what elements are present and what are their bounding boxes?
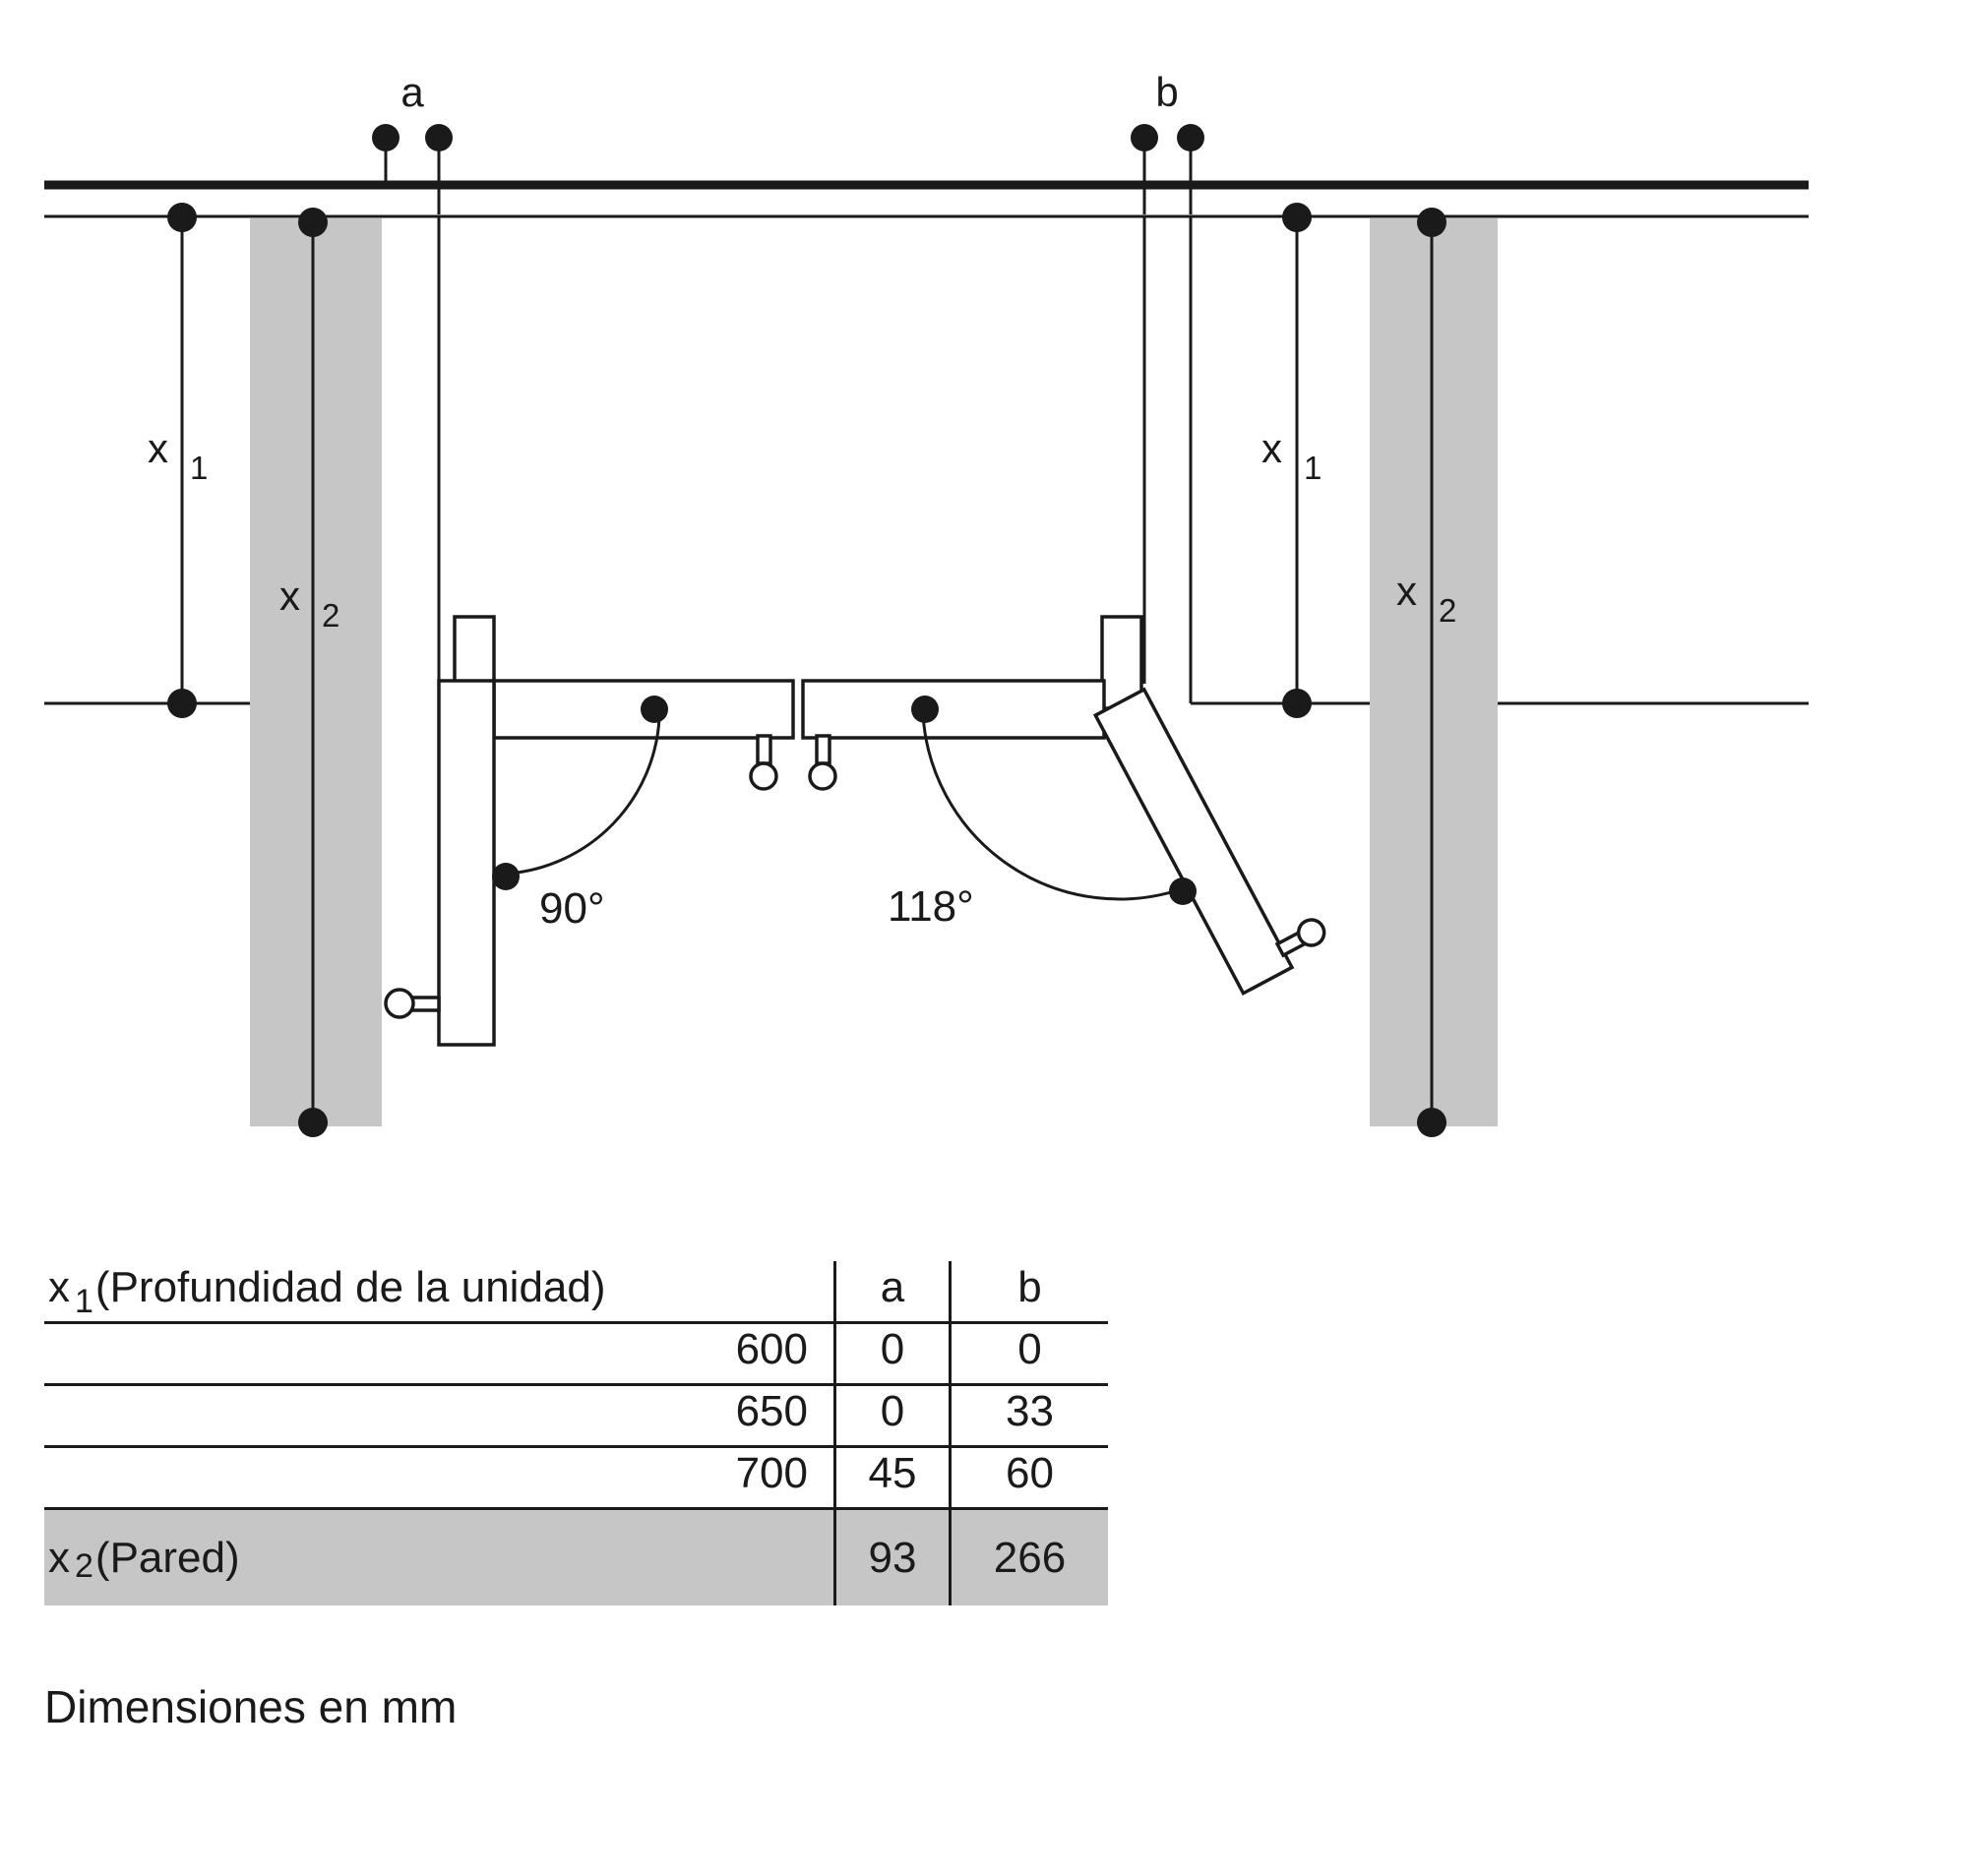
cell-depth: 650 — [735, 1387, 808, 1435]
door-right-open-panel — [1092, 687, 1295, 997]
door-angle-left-label: 90° — [539, 884, 605, 933]
dim-x2-right-dot-top — [1417, 208, 1446, 237]
table-header-depth-label: (Profundidad de la unidad) — [94, 1263, 606, 1311]
cell-b: 266 — [949, 1510, 1108, 1605]
appliance — [384, 615, 1326, 1047]
table-row-700: 700 45 60 — [44, 1448, 1108, 1510]
dim-x1-right-label: x — [1261, 425, 1282, 471]
dim-x2-right-label: x — [1396, 568, 1417, 614]
dim-x2-left-label-sub: 2 — [322, 597, 339, 634]
dim-x1-left-label-sub: 1 — [190, 450, 208, 486]
dim-x2-left-dot-top — [298, 208, 328, 237]
installation-diagram: a b x 1 x 2 x 1 x 2 90° 118° — [44, 69, 1809, 1137]
swing-arcs — [508, 713, 1182, 901]
cell-a: 0 — [833, 1324, 949, 1383]
door-left-ref-dot — [641, 696, 668, 723]
dim-a-dot-right — [425, 124, 453, 151]
swing-arc-left — [508, 717, 661, 876]
cell-a: 0 — [833, 1386, 949, 1445]
units-footnote: Dimensiones en mm — [44, 1681, 458, 1732]
dim-b-dot-right — [1177, 124, 1204, 151]
cell-b: 0 — [949, 1324, 1108, 1383]
wall-column-left — [250, 218, 382, 1126]
diagram-labels: a b x 1 x 2 x 1 x 2 90° 118° — [148, 69, 1456, 933]
dim-x1-left-label: x — [148, 425, 168, 471]
dim-a-label: a — [400, 69, 424, 115]
dim-x2-right-label-sub: 2 — [1439, 592, 1456, 629]
door-left-open-handle-knob — [384, 988, 415, 1019]
cell-b: 33 — [949, 1386, 1108, 1445]
wall-column-right — [1370, 218, 1498, 1126]
hinge-right — [1100, 615, 1143, 710]
door-right-closed-handle-stem — [815, 734, 831, 765]
swing-arc-right — [921, 713, 1182, 901]
cell-depth: 700 — [735, 1449, 808, 1497]
cell-depth: 600 — [735, 1325, 808, 1373]
door-right-ref-dot — [911, 696, 939, 723]
table-header-col-a: a — [833, 1261, 949, 1321]
door-angle-right-label: 118° — [888, 882, 974, 931]
dim-x1-left-dot-top — [167, 203, 197, 232]
wall-x-sub: 2 — [75, 1547, 93, 1585]
dim-b-label: b — [1155, 69, 1178, 115]
dim-x1-left-dot-bottom — [167, 689, 197, 718]
table-row-600: 600 0 0 — [44, 1324, 1108, 1386]
table-header-col-b: b — [949, 1261, 1108, 1321]
table-row-650: 650 0 33 — [44, 1386, 1108, 1448]
swing-arc-right-dot — [1169, 877, 1197, 905]
table-header-x-sub: 1 — [75, 1283, 93, 1320]
dim-x2-right-dot-bottom — [1417, 1108, 1446, 1137]
dim-a-dot-left — [372, 124, 400, 151]
dimension-lines — [180, 150, 1434, 1122]
walls-and-furniture — [44, 180, 1809, 1126]
table-header-x-base: x — [48, 1263, 70, 1311]
dim-x1-right-dot-top — [1282, 203, 1312, 232]
wall-label: (Pared) — [94, 1533, 240, 1582]
dim-x2-left-dot-bottom — [298, 1108, 328, 1137]
door-right-open — [1092, 687, 1326, 997]
cell-a: 45 — [833, 1448, 949, 1507]
dim-x2-left-label: x — [279, 573, 300, 619]
dim-x1-right-label-sub: 1 — [1304, 450, 1322, 486]
swing-arc-left-dot — [492, 863, 520, 890]
dim-x1-right-dot-bottom — [1282, 689, 1312, 718]
door-left-closed-handle-knob — [749, 761, 778, 791]
wall-x-base: x — [48, 1533, 70, 1582]
dim-b-dot-left — [1131, 124, 1158, 151]
cell-a: 93 — [833, 1510, 949, 1605]
door-left-closed-handle-stem — [756, 734, 772, 765]
door-right-open-handle-knob — [1296, 918, 1326, 947]
reference-dots — [167, 124, 1446, 1137]
cell-b: 60 — [949, 1448, 1108, 1507]
door-left-open — [437, 679, 496, 1047]
door-right-closed-handle-knob — [808, 761, 837, 791]
door-right-closed — [801, 679, 1106, 740]
